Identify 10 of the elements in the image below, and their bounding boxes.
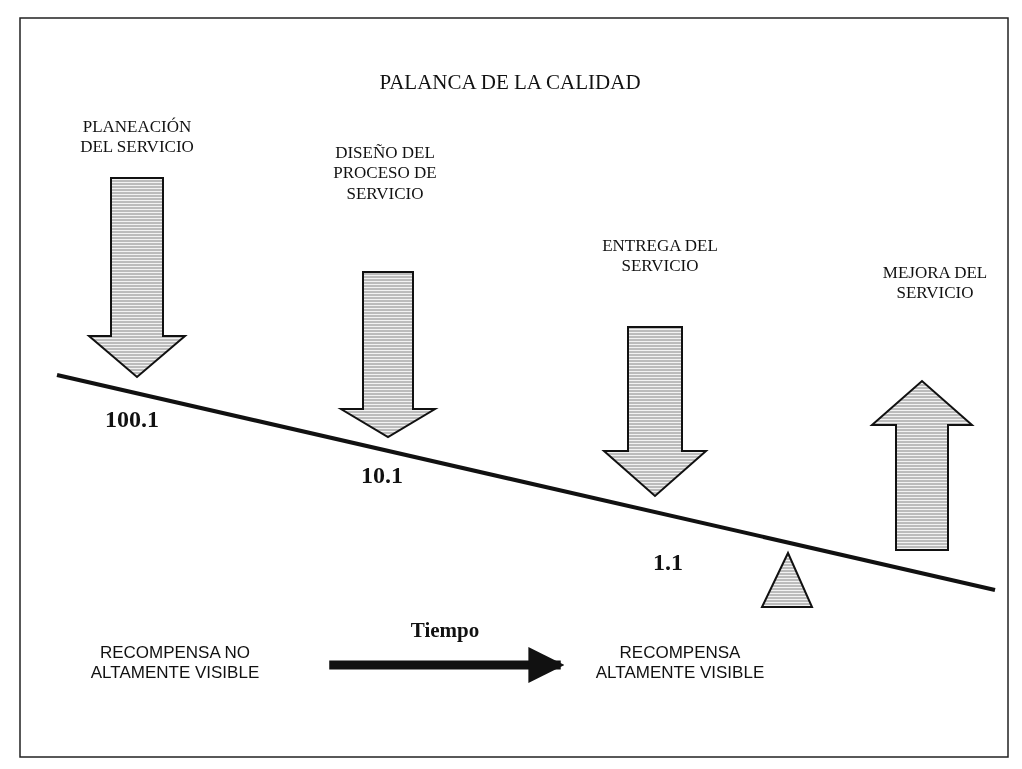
reward-text: RECOMPENSA NO ALTAMENTE VISIBLE <box>50 643 300 684</box>
stage-label: MEJORA DEL SERVICIO <box>881 263 989 304</box>
value-label: 10.1 <box>361 461 403 490</box>
value-label: 1.1 <box>653 548 683 577</box>
diagram-title: PALANCA DE LA CALIDAD <box>379 70 641 96</box>
stage-label: PLANEACIÓN DEL SERVICIO <box>79 117 195 158</box>
stage-label: ENTREGA DEL SERVICIO <box>601 236 719 277</box>
reward-text: RECOMPENSA ALTAMENTE VISIBLE <box>587 643 773 684</box>
stage-label: DISEÑO DEL PROCESO DE SERVICIO <box>332 143 438 205</box>
value-label: 100.1 <box>105 405 159 434</box>
